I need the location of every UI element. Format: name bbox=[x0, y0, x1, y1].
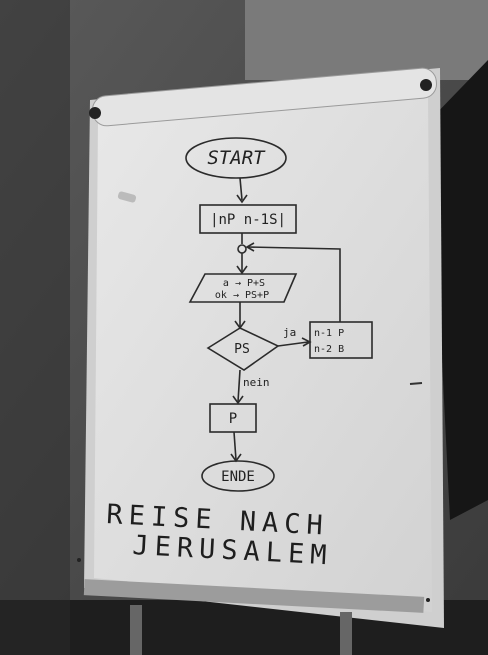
caption: REISE NACH JERUSALEM bbox=[106, 499, 334, 571]
process2-label: P bbox=[229, 411, 237, 427]
start-label: START bbox=[207, 147, 266, 169]
io-line1-label: a → P+S bbox=[223, 278, 265, 289]
side-line1-label: n-1 P bbox=[314, 328, 344, 339]
side-process-node bbox=[309, 321, 373, 359]
io-line2-label: ok → PS+P bbox=[215, 290, 269, 301]
marker-cap bbox=[117, 191, 137, 203]
easel-tray bbox=[83, 579, 425, 613]
arrow-yes bbox=[277, 341, 309, 347]
no-label: nein bbox=[243, 376, 270, 389]
arrow-start-process bbox=[239, 177, 243, 201]
end-node bbox=[201, 460, 275, 492]
decision-label: PS bbox=[234, 342, 250, 357]
end-label: ENDE bbox=[221, 469, 255, 485]
easel-leg bbox=[130, 605, 142, 655]
board-screw bbox=[77, 558, 81, 562]
flipchart-paper bbox=[94, 95, 432, 612]
process2-node bbox=[209, 403, 257, 433]
start-node bbox=[185, 137, 287, 179]
side-line2-label: n-2 B bbox=[314, 344, 344, 355]
flowchart bbox=[185, 137, 373, 492]
arrow-no bbox=[237, 369, 241, 403]
process1-node bbox=[199, 204, 297, 234]
yes-label: ja bbox=[283, 326, 296, 339]
board-screw-2 bbox=[426, 598, 430, 602]
wall-left-shadow bbox=[0, 0, 70, 655]
io-node bbox=[188, 273, 298, 303]
right-clamp bbox=[420, 79, 432, 91]
flowchart-text: START |nP n-1S| a → P+S ok → PS+P PS ja … bbox=[207, 147, 344, 485]
process1-label: |nP n-1S| bbox=[210, 212, 286, 228]
loop-back-arrow bbox=[247, 246, 341, 322]
easel-leg-2 bbox=[340, 612, 352, 655]
wall-right-light bbox=[245, 0, 488, 80]
plant-leaves bbox=[430, 60, 488, 520]
pen-mark bbox=[409, 382, 423, 385]
left-clamp bbox=[89, 107, 101, 119]
